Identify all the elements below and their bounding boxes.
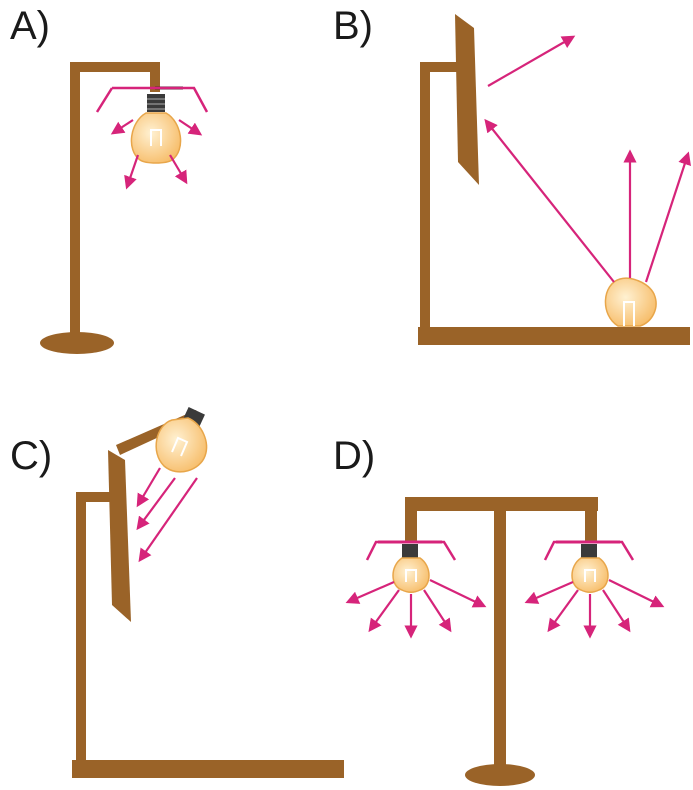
lamp-b-bulb xyxy=(604,277,657,327)
panel-label-a: A) xyxy=(10,4,50,48)
panel-c-lamp xyxy=(72,407,344,778)
lamp-a-bulb xyxy=(130,94,182,164)
panel-b-lamp xyxy=(418,14,691,345)
lamp-b-reflector xyxy=(455,14,479,185)
panel-label-c: C) xyxy=(10,434,53,478)
lamp-a-pole xyxy=(70,62,80,344)
lamp-c-bulb xyxy=(155,407,208,473)
lamp-d-left-drop xyxy=(405,497,417,542)
lamp-a-arm xyxy=(70,62,160,72)
lamp-d-right-drop xyxy=(585,497,597,542)
lamp-b-pole xyxy=(420,62,430,337)
lamp-c-light-rays xyxy=(136,467,198,563)
lamp-c-arm xyxy=(76,492,116,502)
lamp-b-light-rays xyxy=(484,35,691,283)
lamp-c-pole xyxy=(76,492,86,770)
panel-label-d: D) xyxy=(333,434,376,478)
lamp-c-floor xyxy=(72,760,344,778)
lamp-b-floor xyxy=(418,327,690,345)
lamp-c-reflector xyxy=(108,450,131,622)
lamp-a-shade xyxy=(95,86,209,113)
lamp-d-right-light-rays xyxy=(524,579,665,639)
lamp-d-pole xyxy=(494,500,506,775)
panel-a-lamp xyxy=(40,62,209,354)
lamp-b-arm xyxy=(420,62,460,72)
panel-d-lamp xyxy=(345,497,665,786)
lamp-d-left-bulb xyxy=(392,544,430,593)
lamp-a-light-rays xyxy=(110,119,203,190)
lamp-d-crossbar xyxy=(405,497,598,511)
panel-label-b: B) xyxy=(333,4,373,48)
lamp-a-drop xyxy=(150,62,160,92)
lamp-d-left-light-rays xyxy=(345,579,487,639)
lamp-d-right-bulb xyxy=(571,544,609,593)
